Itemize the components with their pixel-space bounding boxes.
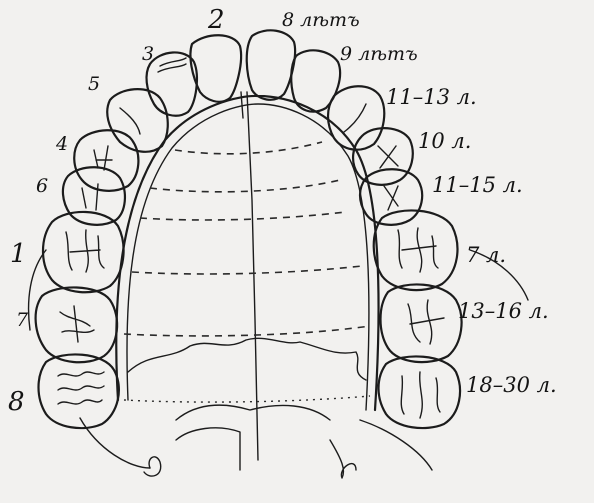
palatal-line [128, 338, 366, 380]
lower-outline [29, 250, 528, 478]
tooth-central-incisor-right [247, 30, 295, 99]
label-13-16-years: 13–16 л. [458, 299, 549, 323]
tooth-molar1-left [43, 212, 124, 292]
label-11-13-years: 11–13 л. [386, 85, 477, 109]
label-7: 7 [16, 309, 29, 331]
tooth-molar3-right [379, 356, 461, 428]
label-3: 3 [142, 43, 154, 65]
label-9-years: 9 лѣтъ [340, 43, 418, 65]
tooth-premolar1-right [353, 128, 413, 185]
label-2: 2 [207, 5, 225, 35]
tooth-premolar2-left [63, 167, 125, 225]
label-5: 5 [88, 73, 100, 95]
tooth-molar1-right [374, 210, 458, 290]
label-6: 6 [36, 175, 48, 197]
transverse-dashed-lines [124, 142, 370, 402]
tooth-molar2-right [381, 284, 462, 362]
tooth-canine-left [107, 89, 168, 152]
label-10-years: 10 л. [418, 129, 471, 153]
label-11-15-years: 11–15 л. [432, 173, 523, 197]
label-8: 8 [8, 387, 25, 417]
label-7-years: 7 л. [466, 243, 506, 267]
label-4: 4 [55, 133, 68, 155]
midline [247, 92, 258, 460]
tooth-central-incisor-left [190, 35, 241, 102]
tooth-molar3-left [39, 354, 119, 428]
label-18-30-years: 18–30 л. [466, 373, 557, 397]
labels-right: 8 лѣтъ 9 лѣтъ 11–13 л. 10 л. 11–15 л. 7 … [282, 9, 557, 397]
label-8-years: 8 лѣтъ [282, 9, 360, 31]
label-1: 1 [10, 239, 27, 269]
tooth-canine-right [328, 86, 384, 149]
